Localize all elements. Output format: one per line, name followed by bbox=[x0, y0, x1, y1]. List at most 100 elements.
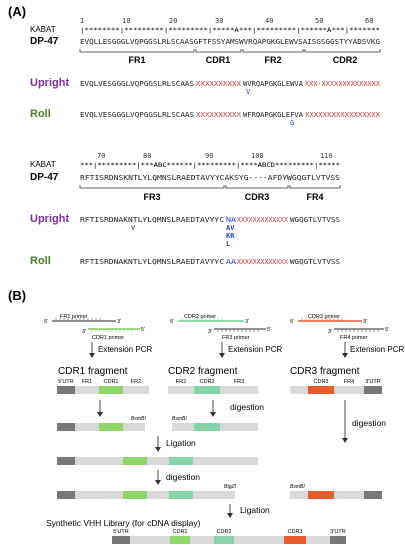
digestion-arrows bbox=[99, 400, 346, 440]
bracket-fr3 bbox=[79, 185, 225, 189]
ruler-number: 60 bbox=[365, 17, 373, 25]
enzyme-label: BsmBI bbox=[172, 416, 187, 422]
digested-fragment-1: BsmBI bbox=[57, 416, 146, 431]
ligation-label: Ligation bbox=[166, 438, 196, 448]
segment-label: FR1 bbox=[82, 379, 92, 385]
roll-seq-cdr1: XXXXXXXXXX bbox=[196, 111, 242, 119]
extension-labels: Extension PCR Extension PCR Extension PC… bbox=[98, 345, 404, 354]
roll-seq-variant: AA bbox=[226, 258, 237, 266]
bottom-region-labels: FR3 CDR3 FR4 bbox=[143, 192, 323, 202]
upright-label-bottom: Upright bbox=[30, 213, 69, 225]
kabat-ruler-bottom: ***|*********|***ABC******|*********|***… bbox=[80, 161, 340, 169]
bottom-region-brackets bbox=[79, 185, 341, 189]
roll-label: Roll bbox=[30, 108, 51, 120]
segment-label: CDR1 bbox=[104, 379, 119, 385]
kabat-label-bottom: KABAT bbox=[30, 160, 56, 169]
upright-label: Upright bbox=[30, 77, 69, 89]
top-ruler-numbers: 1 10 20 30 40 50 60 bbox=[80, 17, 373, 25]
primer-pair-3: CDR3 primer 5' 3' 3' 5' FR4 primer bbox=[290, 314, 389, 341]
bracket-cdr1 bbox=[195, 49, 242, 53]
region-label: CDR3 bbox=[245, 192, 270, 202]
region-label: CDR2 bbox=[333, 55, 358, 65]
prime-3: 3' bbox=[328, 329, 332, 335]
prime-5: 5' bbox=[267, 327, 271, 333]
dp47-sequence: EVQLLESGGGLVQPGGSLRLSCAASGFTFSSYAMSWVRQA… bbox=[80, 38, 380, 46]
extension-label: Extension PCR bbox=[350, 345, 404, 354]
prime-3: 3' bbox=[208, 329, 212, 335]
variant-item: AV bbox=[226, 224, 235, 232]
kabat-ruler: |********|*********|*********|*****A***|… bbox=[80, 26, 380, 34]
variant-item: L bbox=[226, 240, 230, 248]
digested-ligated-fragment: BtgZI bbox=[57, 484, 237, 499]
region-label: FR1 bbox=[128, 55, 145, 65]
upright-seq-variant: NA bbox=[226, 216, 237, 224]
ruler-number: 10 bbox=[122, 17, 130, 25]
upright-variant-list: AV KR L bbox=[226, 224, 235, 248]
extension-arrows bbox=[91, 342, 346, 355]
kabat-label: KABAT bbox=[30, 25, 56, 34]
primer-label: CDR1 primer bbox=[92, 335, 124, 341]
region-label: FR2 bbox=[264, 55, 281, 65]
library-title: Synthetic VHH Library (for cDNA display) bbox=[46, 518, 201, 528]
prime-3: 3' bbox=[82, 329, 86, 335]
ligated-fragment bbox=[57, 457, 258, 465]
roll-substitution: G bbox=[290, 119, 294, 127]
digested-fragment-3: BsmBI bbox=[290, 484, 382, 499]
upright-seq-fr3: RFTISRDNAKNTLYLQMNSLRAEDTAVYYC bbox=[80, 216, 224, 224]
library-construct: 5'UTR CDR1 CDR2 CDR3 3'UTR bbox=[112, 529, 346, 544]
prime-5: 5' bbox=[141, 327, 145, 333]
upright-seq-fr1: EVQLVESGGGLVQPGGSLRLSCAAS bbox=[80, 80, 194, 88]
region-label: CDR1 bbox=[206, 55, 231, 65]
dp47-sequence-bottom: RFTISRDNSKNTLYLQMNSLRAEDTAVYYCAKSYG----A… bbox=[80, 174, 340, 182]
segment-label: CDR3 bbox=[288, 529, 303, 535]
ruler-number: 1 bbox=[80, 17, 84, 25]
top-region-brackets bbox=[79, 49, 381, 53]
segment-label: CDR1 bbox=[173, 529, 188, 535]
segment-label: 5'UTR bbox=[58, 379, 73, 385]
ruler-number: 50 bbox=[315, 17, 323, 25]
digestion-labels: digestion digestion bbox=[230, 402, 386, 428]
segment-label: FR3 bbox=[234, 379, 244, 385]
prime-5: 5' bbox=[385, 327, 389, 333]
fragment-2-bar: FR2 CDR2 FR3 bbox=[168, 379, 258, 394]
ligation-label-2: Ligation bbox=[240, 505, 270, 515]
extension-label: Extension PCR bbox=[98, 345, 152, 354]
prime-5: 5' bbox=[170, 319, 174, 325]
primer-label: FR1 primer bbox=[60, 314, 88, 320]
primer-pair-2: CDR2 primer 5' 3' 3' 5' FR3 primer bbox=[170, 314, 271, 341]
upright-substitution: V bbox=[246, 88, 251, 96]
primer-label: CDR2 primer bbox=[184, 314, 216, 320]
bracket-fr4 bbox=[289, 185, 341, 189]
ligation-arrowhead-2 bbox=[227, 513, 233, 518]
primer-label: FR3 primer bbox=[222, 335, 250, 341]
digestion-arrowhead-2 bbox=[155, 480, 161, 485]
ruler-number: 20 bbox=[169, 17, 177, 25]
region-label: FR3 bbox=[143, 192, 160, 202]
primer-label: FR4 primer bbox=[340, 335, 368, 341]
bracket-cdr2 bbox=[304, 49, 381, 53]
panel-a-label: (A) bbox=[8, 4, 26, 19]
bracket-fr1 bbox=[79, 49, 195, 53]
prime-3: 3' bbox=[117, 319, 121, 325]
primer-label: CDR3 primer bbox=[308, 314, 340, 320]
dp47-label: DP-47 bbox=[30, 36, 59, 47]
dp47-label-bottom: DP-47 bbox=[30, 172, 59, 183]
enzyme-label: BsmBI bbox=[131, 416, 146, 422]
roll-label-bottom: Roll bbox=[30, 255, 51, 267]
ruler-number: 90 bbox=[205, 152, 213, 160]
segment-label: CDR2 bbox=[217, 529, 232, 535]
panel-b-label: (B) bbox=[8, 288, 26, 303]
segment-label: CDR2 bbox=[200, 379, 215, 385]
enzyme-label: BsmBI bbox=[290, 484, 305, 490]
fragment-3-bar: CDR3 FR4 3'UTR bbox=[290, 379, 382, 394]
roll-seq-fr3: RFTISRDNAKNTLYLQMNSLRAEDTAVYYC bbox=[80, 258, 224, 266]
roll-seq-cdr3: XXXXXXXXXXXXX bbox=[237, 258, 289, 266]
segment-label: FR2 bbox=[176, 379, 186, 385]
fragment-1-bar: 5'UTR FR1 CDR1 FR2 bbox=[57, 379, 149, 394]
upright-seq-fr2: WVRQAPGKGLEWVA bbox=[243, 80, 304, 88]
ruler-number: 40 bbox=[265, 17, 273, 25]
digestion-label-2: digestion bbox=[166, 472, 200, 482]
fragment-title: CDR2 fragment bbox=[168, 366, 238, 377]
roll-seq-fr2: WFRQAPGKGLEFVA bbox=[243, 111, 304, 119]
